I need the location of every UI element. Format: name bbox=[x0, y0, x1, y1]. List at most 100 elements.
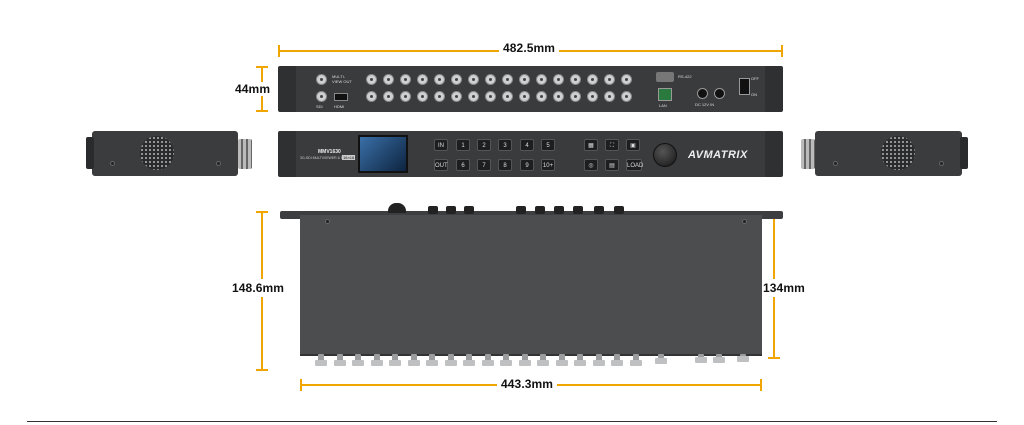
multiview-sdi-connector bbox=[316, 74, 327, 85]
side-right-screw-2 bbox=[939, 161, 944, 166]
dim-bottom-tick-left bbox=[300, 379, 302, 391]
top-view-bnc-connector bbox=[518, 354, 531, 366]
rear-bnc-connector bbox=[570, 91, 581, 102]
top-view-bnc-connector bbox=[463, 354, 475, 366]
key-6[interactable]: 6 bbox=[456, 159, 470, 171]
top-view-button bbox=[594, 206, 604, 214]
rear-bnc-connector bbox=[570, 74, 581, 85]
top-view-bnc-connector bbox=[352, 354, 364, 366]
top-screw-1 bbox=[325, 219, 330, 224]
side-view-left bbox=[86, 131, 252, 176]
rear-bnc-connector bbox=[468, 91, 479, 102]
power-switch[interactable] bbox=[739, 78, 750, 95]
key-settings-icon[interactable]: ◎ bbox=[584, 159, 598, 171]
key-load[interactable]: LOAD bbox=[626, 159, 643, 171]
key-4[interactable]: 4 bbox=[520, 139, 534, 151]
key-lock-icon[interactable]: ▣ bbox=[626, 139, 640, 151]
rear-bnc-connector bbox=[366, 91, 377, 102]
top-view-bnc-connector bbox=[500, 354, 512, 366]
top-screw-2 bbox=[742, 219, 747, 224]
switch-off-label: OFF bbox=[751, 76, 759, 81]
key-2[interactable]: 2 bbox=[477, 139, 491, 151]
rear-bnc-connector bbox=[366, 74, 377, 85]
rear-bnc-connector bbox=[621, 74, 632, 85]
side-left-screw-2 bbox=[216, 161, 221, 166]
front-ear-left bbox=[278, 131, 296, 177]
key-grid-icon[interactable]: ▤ bbox=[605, 159, 619, 171]
rear-bnc-connector bbox=[536, 91, 547, 102]
rear-ear-left bbox=[278, 66, 296, 112]
top-view-button bbox=[464, 206, 474, 214]
key-layout-icon[interactable]: ▦ bbox=[584, 139, 598, 151]
side-right-screw-1 bbox=[833, 161, 838, 166]
rear-bnc-connector bbox=[468, 74, 479, 85]
side-left-front-lip bbox=[86, 137, 94, 169]
top-view-button bbox=[516, 206, 526, 214]
side-left-screw-1 bbox=[110, 161, 115, 166]
top-view-body bbox=[300, 215, 762, 356]
rear-bnc-connector bbox=[417, 91, 428, 102]
dim-body-tick-bottom bbox=[768, 357, 780, 359]
top-view-bnc-connector bbox=[370, 354, 383, 366]
top-view-bnc-connector bbox=[333, 354, 346, 366]
rear-ear-right bbox=[765, 66, 783, 112]
multiview-label: MULTI-VIEW OUT bbox=[332, 74, 352, 84]
top-view-bnc-connector bbox=[629, 354, 642, 366]
top-view-bnc-connector bbox=[537, 354, 549, 366]
top-view-rear-port bbox=[713, 354, 725, 363]
key-5[interactable]: 5 bbox=[541, 139, 555, 151]
multiview-sdi-connector-2 bbox=[316, 91, 327, 102]
top-view-bnc-connector bbox=[444, 354, 457, 366]
model-label: MMV1630 bbox=[318, 149, 341, 155]
power-label: DC 12V IN bbox=[695, 102, 715, 107]
side-right-fan-grill bbox=[881, 136, 915, 170]
top-view-button bbox=[614, 206, 624, 214]
rs422-label: RS-422 bbox=[678, 74, 692, 79]
model-badge: 16×16 bbox=[342, 155, 356, 160]
rear-bnc-connector bbox=[383, 74, 394, 85]
key-9[interactable]: 9 bbox=[520, 159, 534, 171]
key-10plus[interactable]: 10+ bbox=[541, 159, 555, 171]
key-7[interactable]: 7 bbox=[477, 159, 491, 171]
dc-jack bbox=[697, 88, 708, 99]
dc-jack-2 bbox=[714, 88, 725, 99]
top-view-bnc-connector bbox=[389, 354, 401, 366]
rear-bnc-connector bbox=[604, 74, 615, 85]
rear-bnc-connector bbox=[485, 74, 496, 85]
rotary-knob[interactable] bbox=[653, 143, 677, 167]
rear-bnc-connector bbox=[451, 91, 462, 102]
side-right-connectors bbox=[801, 139, 815, 169]
dim-height-tick-top bbox=[256, 66, 268, 68]
rear-bnc-connector bbox=[587, 74, 598, 85]
lan-label: LAN bbox=[659, 103, 667, 108]
rear-bnc-connector bbox=[587, 91, 598, 102]
brand-logo: AVMATRIX bbox=[688, 149, 748, 161]
key-fullscreen-icon[interactable]: ⛶ bbox=[605, 139, 619, 151]
top-view-button bbox=[554, 206, 564, 214]
side-left-connectors bbox=[238, 139, 252, 169]
hdmi-label: HDMI bbox=[334, 104, 345, 109]
key-3[interactable]: 3 bbox=[498, 139, 512, 151]
rear-bnc-connector bbox=[604, 91, 615, 102]
key-1[interactable]: 1 bbox=[456, 139, 470, 151]
rear-bnc-connector bbox=[536, 74, 547, 85]
dim-top-tick-right bbox=[781, 45, 783, 57]
rear-bnc-connector bbox=[417, 74, 428, 85]
rear-panel: MULTI-VIEW OUT SDI HDMI RS-422 LAN DC 12… bbox=[278, 66, 783, 112]
key-in[interactable]: IN bbox=[434, 139, 448, 151]
rear-bnc-connector bbox=[502, 91, 513, 102]
rear-bnc-connector bbox=[434, 74, 445, 85]
dim-bottom-width-label: 443.3mm bbox=[497, 377, 558, 391]
rear-bnc-connector bbox=[519, 74, 530, 85]
switch-on-label: ON bbox=[751, 92, 757, 97]
dim-height-label: 44mm bbox=[233, 82, 273, 96]
key-8[interactable]: 8 bbox=[498, 159, 512, 171]
rear-bnc-connector bbox=[553, 74, 564, 85]
top-view-bnc-connector bbox=[611, 354, 623, 366]
key-out[interactable]: OUT bbox=[434, 159, 448, 171]
dim-depth-tick-bottom bbox=[256, 369, 268, 371]
top-view-bnc-connector bbox=[426, 354, 438, 366]
rear-bnc-connector bbox=[621, 91, 632, 102]
top-view-rear-port bbox=[695, 354, 707, 363]
front-ear-right bbox=[765, 131, 783, 177]
